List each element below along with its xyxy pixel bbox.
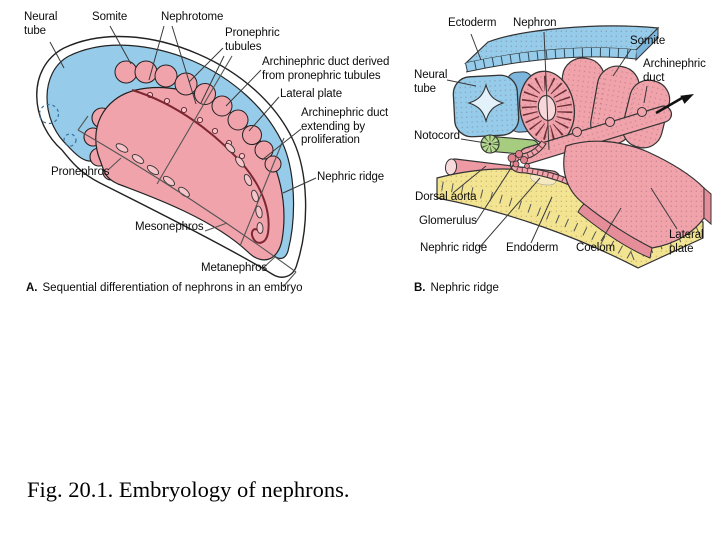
label-archinephric-duct-b: Archinephric duct [643,58,706,84]
panel-b-leader-lines [446,31,678,249]
label-endoderm: Endoderm [506,242,559,254]
duct-direction-arrow-icon [655,94,694,115]
label-coelom: Coelom [576,242,616,254]
label-notocord: Notocord [414,130,460,142]
panel-a-leader-lines [49,25,317,194]
label-archinephric-duct-extending: Archinephric duct extending by prolifera… [301,107,389,147]
panel-a-embryo-drawing [36,35,307,278]
panel-a-region-brackets [77,55,297,288]
label-nephron: Nephron [513,17,557,29]
label-archinephric-duct-derived: Archinephric duct derived from pronephri… [262,56,390,82]
label-nephric-ridge-a: Nephric ridge [317,171,385,183]
panel-b-letter: B. [414,282,426,294]
figure-caption: Fig. 20.1. Embryology of nephrons. [27,477,350,502]
label-nephrotome: Nephrotome [161,11,224,23]
label-neural-tube-b: Neural tube [414,69,448,95]
label-somite-a: Somite [92,11,128,23]
label-pronephric-tubules: Pronephric tubules [225,27,280,53]
panel-a-caption: A. Sequential differentiation of nephrons… [26,282,303,296]
label-ectoderm: Ectoderm [448,17,497,29]
panel-a-letter: A. [26,282,38,294]
label-somite-b: Somite [630,35,666,47]
label-metanephros: Metanephros [201,262,268,274]
panel-b-caption: B. Nephric ridge [414,282,499,296]
label-pronephros: Pronephros [51,166,110,178]
label-lateral-plate-b: Lateral plate [669,229,704,255]
label-dorsal-aorta: Dorsal aorta [415,191,477,203]
label-nephric-ridge-b: Nephric ridge [420,242,488,254]
label-glomerulus: Glomerulus [419,215,477,227]
panel-b-block-drawing [436,25,712,269]
panel-a-title: Sequential differentiation of nephrons i… [42,282,303,294]
label-mesonephros: Mesonephros [135,221,204,233]
label-lateral-plate-a: Lateral plate [280,88,342,100]
label-neural-tube-a: Neural tube [24,11,58,37]
panel-b-title: Nephric ridge [430,282,499,294]
